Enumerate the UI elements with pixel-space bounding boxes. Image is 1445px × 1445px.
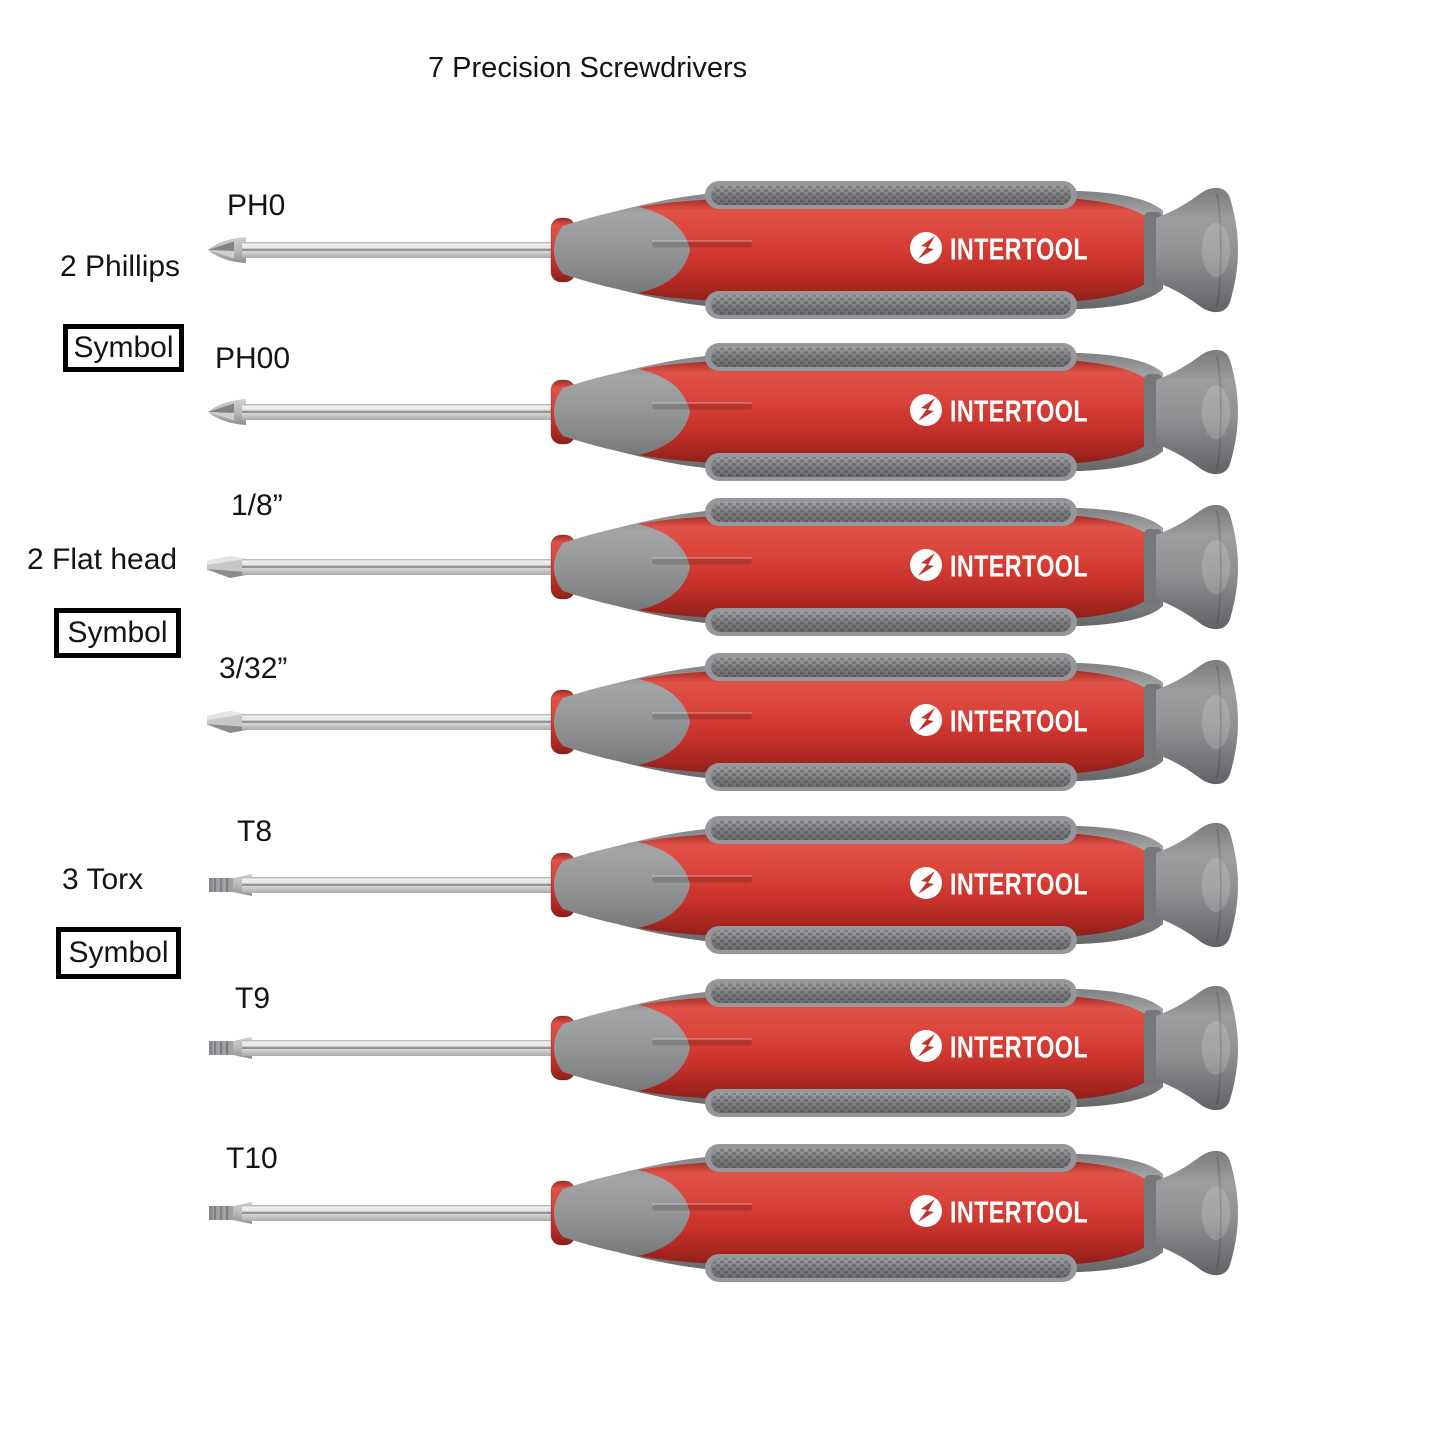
brand-logo-icon	[910, 867, 942, 899]
grip-bottom	[705, 763, 1077, 791]
page-title: 7 Precision Screwdrivers	[428, 52, 748, 84]
grip-top	[705, 498, 1077, 526]
handle-body-red	[638, 996, 1150, 1100]
grip-top	[705, 181, 1077, 209]
symbol-box-flathead: Symbol	[54, 608, 181, 658]
brand-text: INTERTOOL	[950, 1030, 1088, 1065]
grip-bottom	[705, 1254, 1077, 1282]
brand-text: INTERTOOL	[950, 867, 1088, 902]
flat-tip	[207, 711, 246, 733]
screwdriver-illustration: INTERTOOL	[209, 979, 1238, 1117]
flat-tip	[207, 556, 246, 578]
screwdriver-ph0: INTERTOOL	[200, 178, 1240, 322]
handle-body-red	[638, 198, 1150, 302]
molded-slot	[652, 1038, 752, 1046]
size-label-ph0: PH0	[227, 189, 286, 222]
end-cap	[1144, 1150, 1238, 1276]
shaft	[242, 404, 555, 420]
size-label-t10: T10	[226, 1142, 278, 1175]
screwdriver-flat-1-8in: INTERTOOL	[200, 495, 1240, 639]
size-label-flat-1-8in: 1/8”	[231, 489, 283, 522]
brand-text: INTERTOOL	[950, 232, 1088, 267]
screwdriver-ph00: INTERTOOL	[200, 340, 1240, 484]
molded-slot	[652, 557, 752, 565]
brand-logo-icon	[910, 704, 942, 736]
grip-top	[705, 653, 1077, 681]
brand-logo-icon	[910, 232, 942, 264]
grip-bottom	[705, 291, 1077, 319]
screwdriver-illustration: INTERTOOL	[208, 181, 1238, 319]
screwdriver-illustration: INTERTOOL	[208, 343, 1238, 481]
phillips-tip	[208, 237, 246, 263]
brand-logo-icon	[910, 1195, 942, 1227]
end-cap	[1144, 349, 1238, 475]
size-label-ph00: PH00	[215, 342, 291, 375]
shaft	[242, 1205, 555, 1221]
screwdriver-illustration: INTERTOOL	[209, 816, 1238, 954]
grip-bottom	[705, 608, 1077, 636]
group-label-flathead: 2 Flat head	[27, 543, 178, 576]
symbol-box-torx-text: Symbol	[68, 936, 169, 969]
group-label-torx: 3 Torx	[62, 863, 144, 896]
end-cap	[1144, 822, 1238, 948]
handle-body-red	[638, 515, 1150, 619]
handle-body-red	[638, 1161, 1150, 1265]
grip-top	[705, 343, 1077, 371]
brand-logo: INTERTOOL	[910, 1030, 1088, 1065]
brand-logo: INTERTOOL	[910, 549, 1088, 584]
grip-bottom	[705, 1089, 1077, 1117]
molded-slot	[652, 875, 752, 883]
shaft	[242, 877, 555, 893]
grip-bottom	[705, 453, 1077, 481]
shaft	[242, 1040, 555, 1056]
size-label-t8: T8	[237, 815, 273, 848]
grip-bottom	[705, 926, 1077, 954]
screwdriver-flat-3-32in: INTERTOOL	[200, 650, 1240, 794]
grip-top	[705, 816, 1077, 844]
brand-logo-icon	[910, 549, 942, 581]
grip-top	[705, 1144, 1077, 1172]
brand-logo-icon	[910, 394, 942, 426]
molded-slot	[652, 240, 752, 248]
screwdriver-t9: INTERTOOL	[200, 976, 1240, 1120]
shaft	[242, 559, 555, 575]
phillips-tip	[208, 399, 246, 425]
brand-logo: INTERTOOL	[910, 232, 1088, 267]
brand-logo: INTERTOOL	[910, 704, 1088, 739]
screwdriver-illustration: INTERTOOL	[207, 653, 1238, 791]
brand-text: INTERTOOL	[950, 1195, 1088, 1230]
size-label-t9: T9	[235, 982, 271, 1015]
brand-logo: INTERTOOL	[910, 867, 1088, 902]
screwdriver-illustration: INTERTOOL	[209, 1144, 1238, 1282]
group-label-phillips: 2 Phillips	[60, 250, 181, 283]
brand-logo-icon	[910, 1030, 942, 1062]
handle-body-red	[638, 670, 1150, 774]
shaft	[242, 242, 555, 258]
symbol-box-phillips: Symbol	[63, 324, 184, 372]
molded-slot	[652, 402, 752, 410]
symbol-box-phillips-text: Symbol	[73, 331, 174, 364]
brand-text: INTERTOOL	[950, 549, 1088, 584]
handle-body-red	[638, 833, 1150, 937]
end-cap	[1144, 504, 1238, 630]
end-cap	[1144, 659, 1238, 785]
brand-text: INTERTOOL	[950, 394, 1088, 429]
molded-slot	[652, 1203, 752, 1211]
brand-logo: INTERTOOL	[910, 1195, 1088, 1230]
brand-text: INTERTOOL	[950, 704, 1088, 739]
symbol-box-torx: Symbol	[56, 927, 181, 979]
screwdriver-t8: INTERTOOL	[200, 813, 1240, 957]
grip-top	[705, 979, 1077, 1007]
molded-slot	[652, 712, 752, 720]
symbol-box-flathead-text: Symbol	[67, 616, 168, 649]
size-label-flat-3-32in: 3/32”	[219, 652, 288, 685]
shaft	[242, 714, 555, 730]
screwdriver-t10: INTERTOOL	[200, 1141, 1240, 1285]
screwdriver-illustration: INTERTOOL	[207, 498, 1238, 636]
end-cap	[1144, 985, 1238, 1111]
end-cap	[1144, 187, 1238, 313]
brand-logo: INTERTOOL	[910, 394, 1088, 429]
handle-body-red	[638, 360, 1150, 464]
